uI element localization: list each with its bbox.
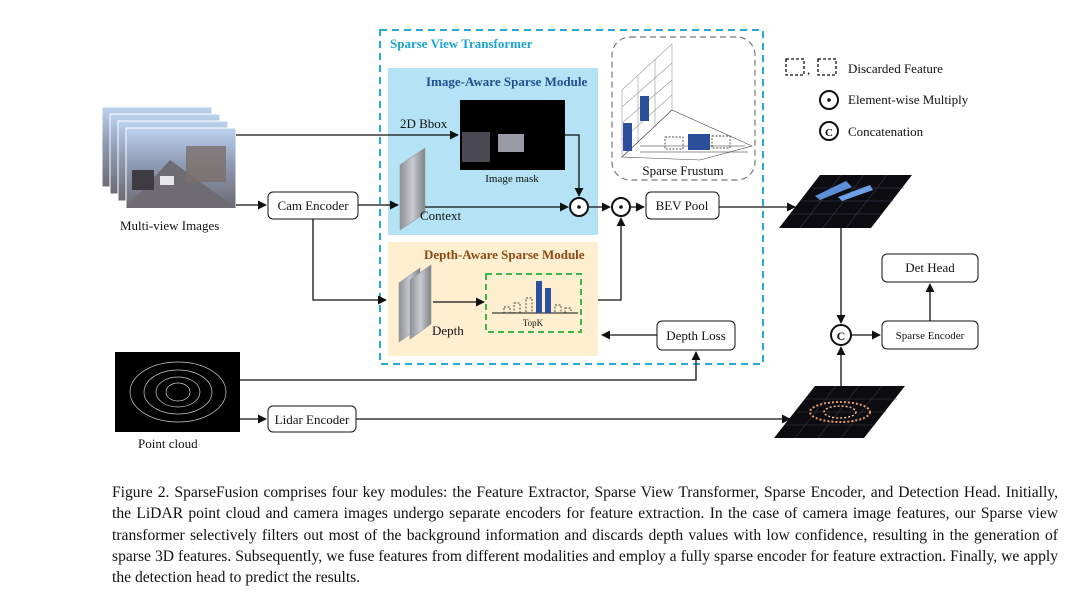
sparse-encoder-label: Sparse Encoder bbox=[896, 330, 965, 342]
sparse-frustum-box bbox=[611, 36, 756, 181]
bev-pool-label: BEV Pool bbox=[656, 198, 709, 213]
concatenation-icon bbox=[819, 121, 839, 141]
depth-loss-label: Depth Loss bbox=[666, 328, 726, 343]
topk-box bbox=[485, 273, 582, 333]
camera-bev-feature-map bbox=[779, 174, 912, 229]
sparse-frustum-label: Sparse Frustum bbox=[642, 163, 723, 178]
context-label: Context bbox=[420, 208, 462, 223]
point-cloud-rings bbox=[129, 361, 227, 423]
legend: , Discarded Feature Element-wise Multipl… bbox=[785, 58, 969, 141]
sparse-view-transformer-box bbox=[379, 29, 764, 365]
svg-text:,: , bbox=[807, 62, 810, 77]
multiply-node-2 bbox=[611, 197, 631, 217]
connectors bbox=[236, 130, 935, 424]
multi-view-images-label: Multi-view Images bbox=[120, 218, 219, 233]
multi-view-images-stack bbox=[101, 106, 237, 209]
bev-pool-box bbox=[645, 191, 720, 220]
depth-label: Depth bbox=[432, 323, 464, 338]
concat-node: C bbox=[830, 324, 852, 346]
cam-encoder-label: Cam Encoder bbox=[277, 198, 349, 213]
svg-text:C: C bbox=[825, 127, 833, 139]
point-cloud-image bbox=[115, 352, 240, 432]
det-head-label: Det Head bbox=[905, 260, 955, 275]
svg-text:C: C bbox=[837, 329, 846, 343]
bbox-label: 2D Bbox bbox=[400, 116, 448, 131]
architecture-diagram: Sparse View Transformer Image-Aware Spar… bbox=[101, 29, 979, 451]
image-aware-module-title: Image-Aware Sparse Module bbox=[426, 74, 588, 89]
topk-label: TopK bbox=[523, 318, 544, 328]
legend-multiply-label: Element-wise Multiply bbox=[848, 92, 969, 107]
discarded-feature-icon-3d bbox=[817, 58, 837, 76]
image-mask-label: Image mask bbox=[485, 173, 539, 185]
multiply-node-1 bbox=[569, 197, 589, 217]
det-head-box bbox=[881, 253, 979, 283]
discarded-feature-icon bbox=[785, 58, 805, 76]
context-feature-block bbox=[399, 147, 426, 231]
lidar-bev-feature-map bbox=[774, 385, 905, 439]
depth-feature-block bbox=[398, 264, 432, 343]
figure-caption: Figure 2. SparseFusion comprises four ke… bbox=[112, 484, 1058, 587]
legend-concat-label: Concatenation bbox=[848, 124, 924, 139]
depth-aware-module-title: Depth-Aware Sparse Module bbox=[424, 247, 585, 262]
sparse-view-transformer-title: Sparse View Transformer bbox=[390, 36, 533, 51]
lidar-encoder-label: Lidar Encoder bbox=[275, 412, 350, 427]
point-cloud-label: Point cloud bbox=[138, 436, 198, 451]
topk-histogram bbox=[492, 281, 578, 314]
legend-discarded-label: Discarded Feature bbox=[848, 61, 943, 76]
